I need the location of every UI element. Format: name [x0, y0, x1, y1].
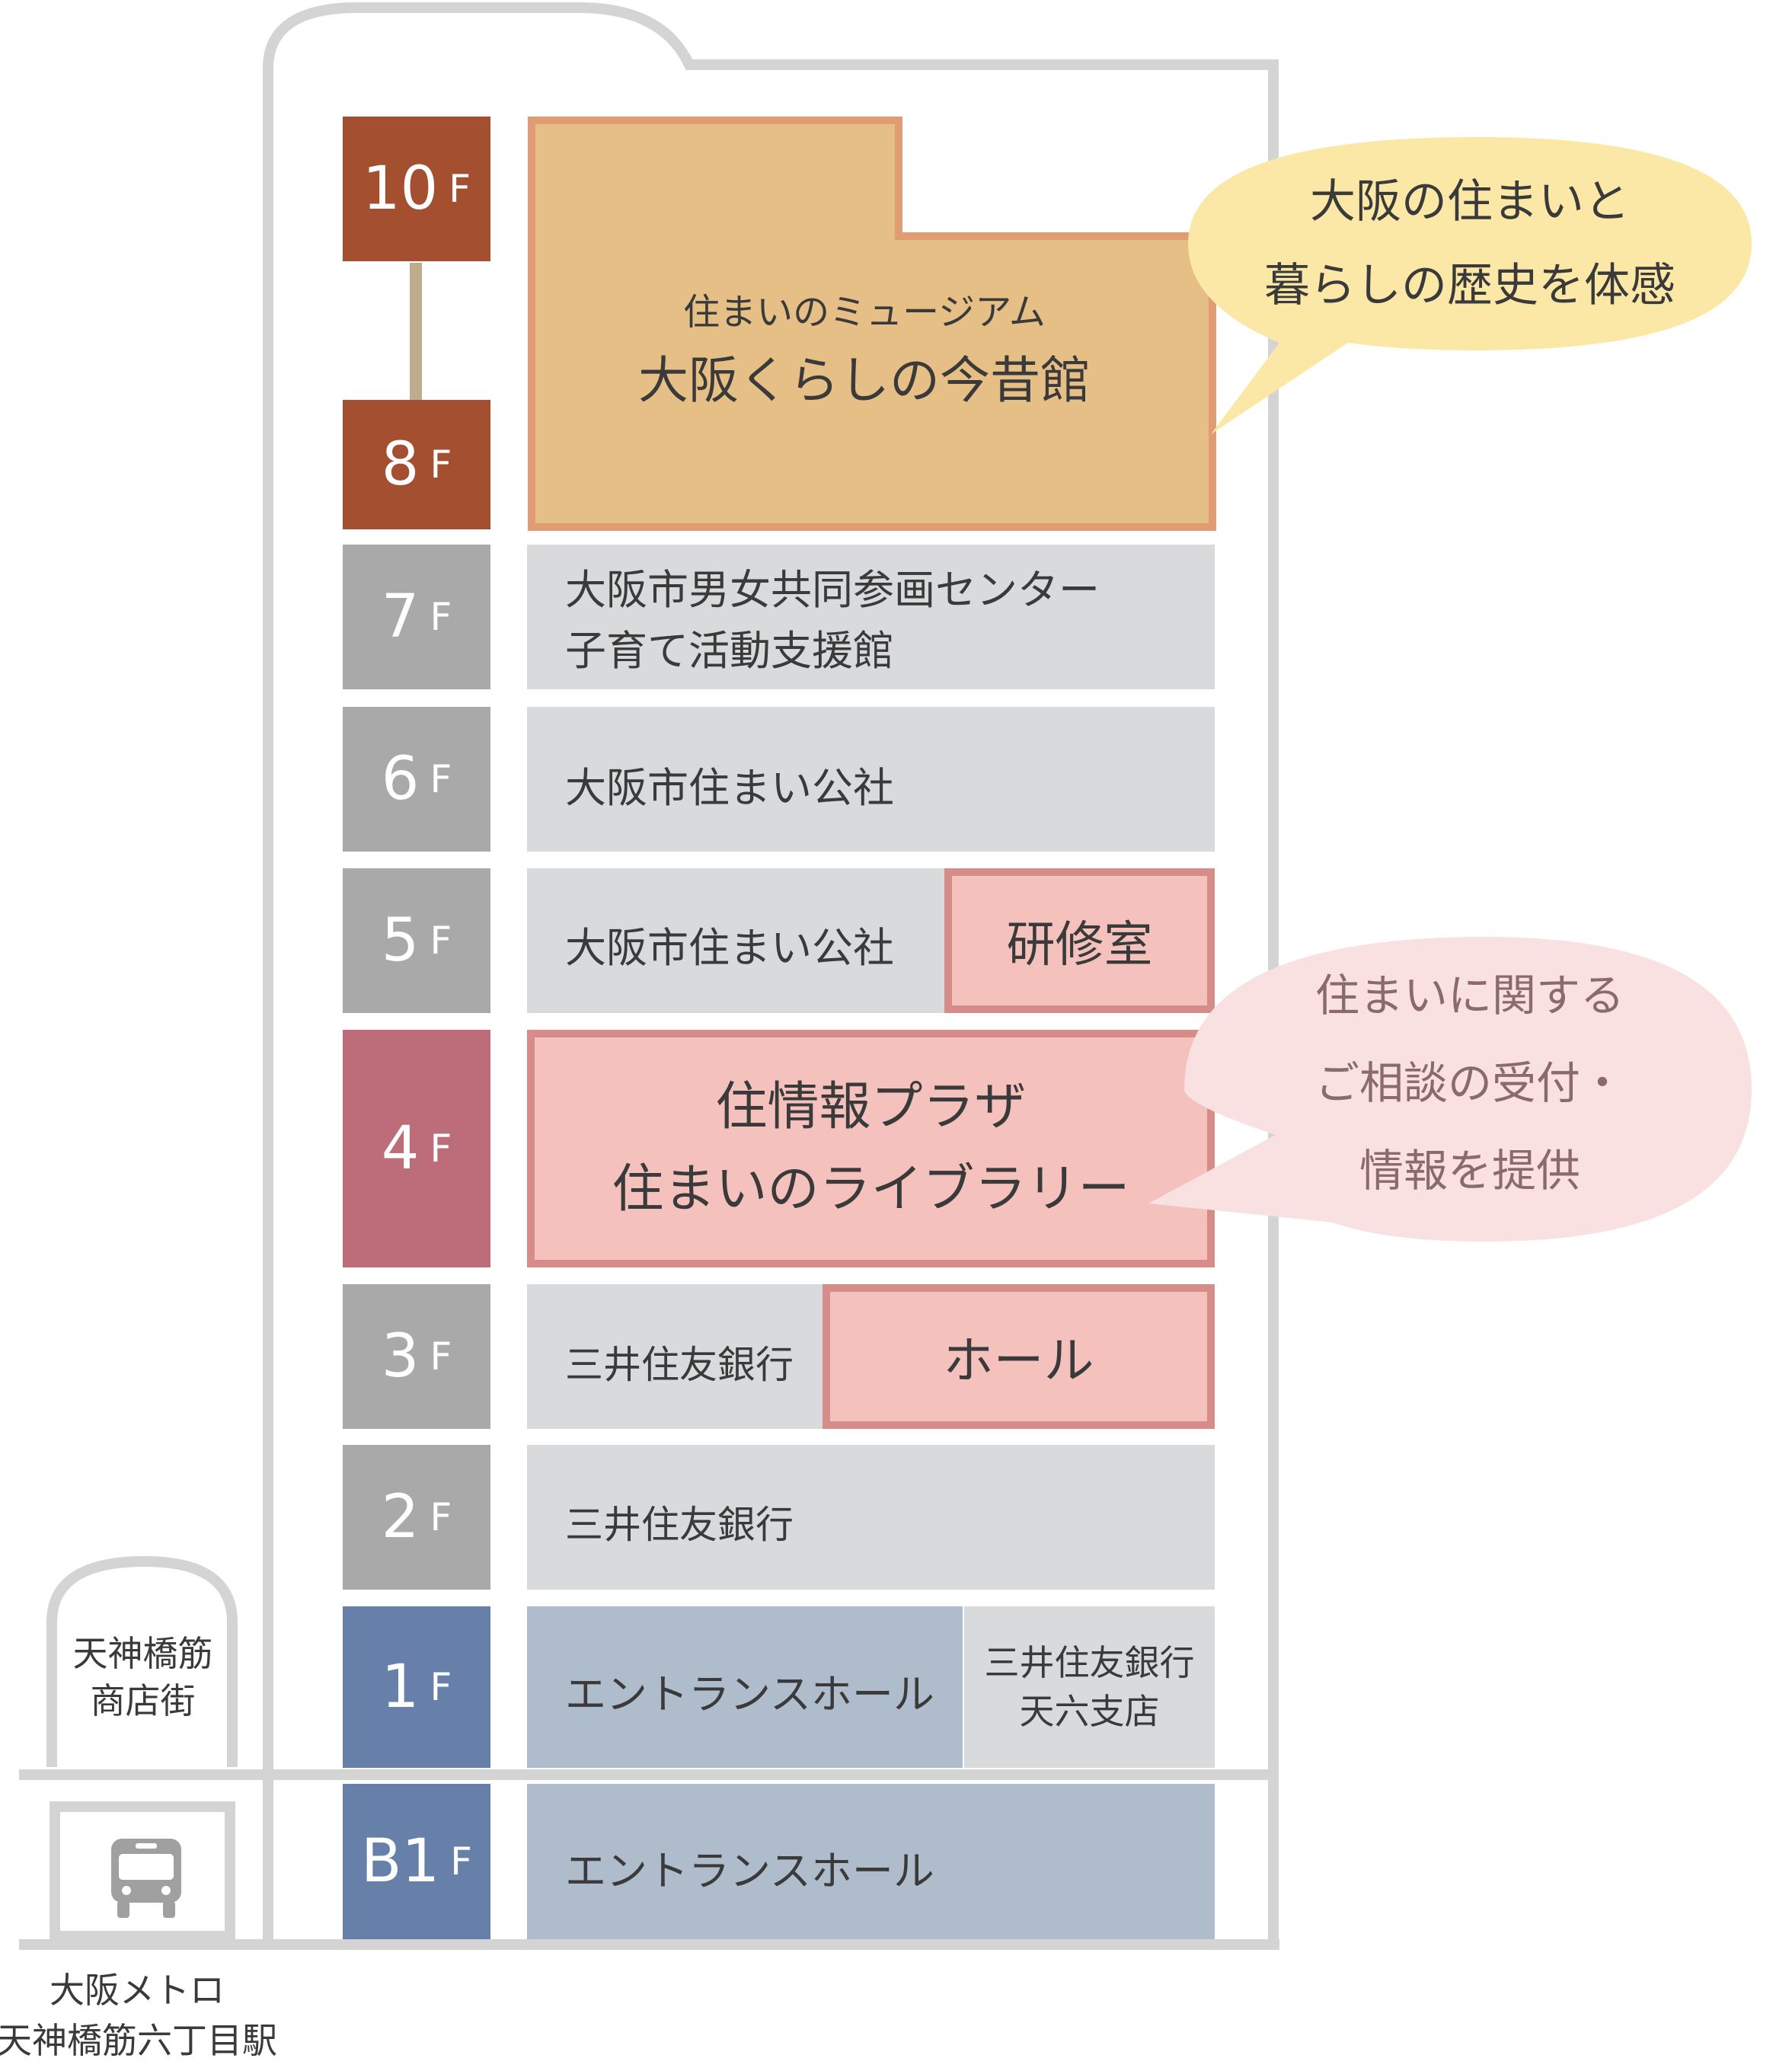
plaza-bubble-text: 住まいに関する ご相談の受付・ 情報を提供: [1314, 970, 1624, 1197]
room-3f-hall: ホール: [823, 1284, 1215, 1429]
museum-bubble-text: 大阪の住まいと 暮らしの歴史を体感: [1264, 175, 1675, 312]
room-1f-entrance-label: エントランスホール: [565, 1670, 934, 1718]
arcade-label: 天神橋筋 商店街: [72, 1633, 213, 1721]
room-3f-hall-label: ホール: [943, 1331, 1094, 1390]
room-4f-line1: 住情報プラザ: [715, 1077, 1027, 1137]
room-1f-bank-line1: 三井住友銀行: [984, 1642, 1195, 1683]
room-1f-bank-line2: 天六支店: [1019, 1691, 1160, 1732]
room-6f-label: 大阪市住まい公社: [565, 764, 894, 812]
station-label: 大阪メトロ 天神橋筋六丁目駅: [0, 1970, 277, 2061]
room-2f: [527, 1445, 1215, 1590]
arcade-outline: [46, 1555, 238, 1767]
train-icon: [111, 1839, 181, 1918]
room-5f-training-label: 研修室: [1006, 917, 1153, 973]
room-b1-label: エントランスホール: [565, 1847, 934, 1895]
building-wall: [263, 2, 1279, 1942]
room-7f: [527, 545, 1215, 689]
room-1f-entrance: [527, 1606, 963, 1768]
room-5f-label: 大阪市住まい公社: [565, 924, 894, 972]
station-box: [50, 1801, 235, 1942]
plaza-bubble: [1148, 937, 1752, 1242]
museum-bubble: [1188, 137, 1752, 434]
room-4f-line2: 住まいのライブラリー: [612, 1159, 1130, 1219]
room-1f-bank: 三井住友銀行 天六支店: [964, 1606, 1215, 1768]
room-b1: [527, 1784, 1215, 1939]
room-4f: 住情報プラザ 住まいのライブラリー: [527, 1030, 1215, 1267]
museum-sub-label: 住まいのミュージアム: [683, 291, 1046, 334]
room-6f: [527, 707, 1215, 852]
room-3f-label: 三井住友銀行: [565, 1343, 794, 1387]
room-2f-label: 三井住友銀行: [565, 1503, 794, 1547]
room-7f-label: 大阪市男女共同参画センター 子育て活動支援館: [565, 566, 1100, 675]
museum-label: 住まいのミュージアム 大阪くらしの今昔館: [533, 282, 1196, 413]
museum-main-label: 大阪くらしの今昔館: [638, 351, 1091, 410]
room-5f-training: 研修室: [944, 868, 1215, 1013]
